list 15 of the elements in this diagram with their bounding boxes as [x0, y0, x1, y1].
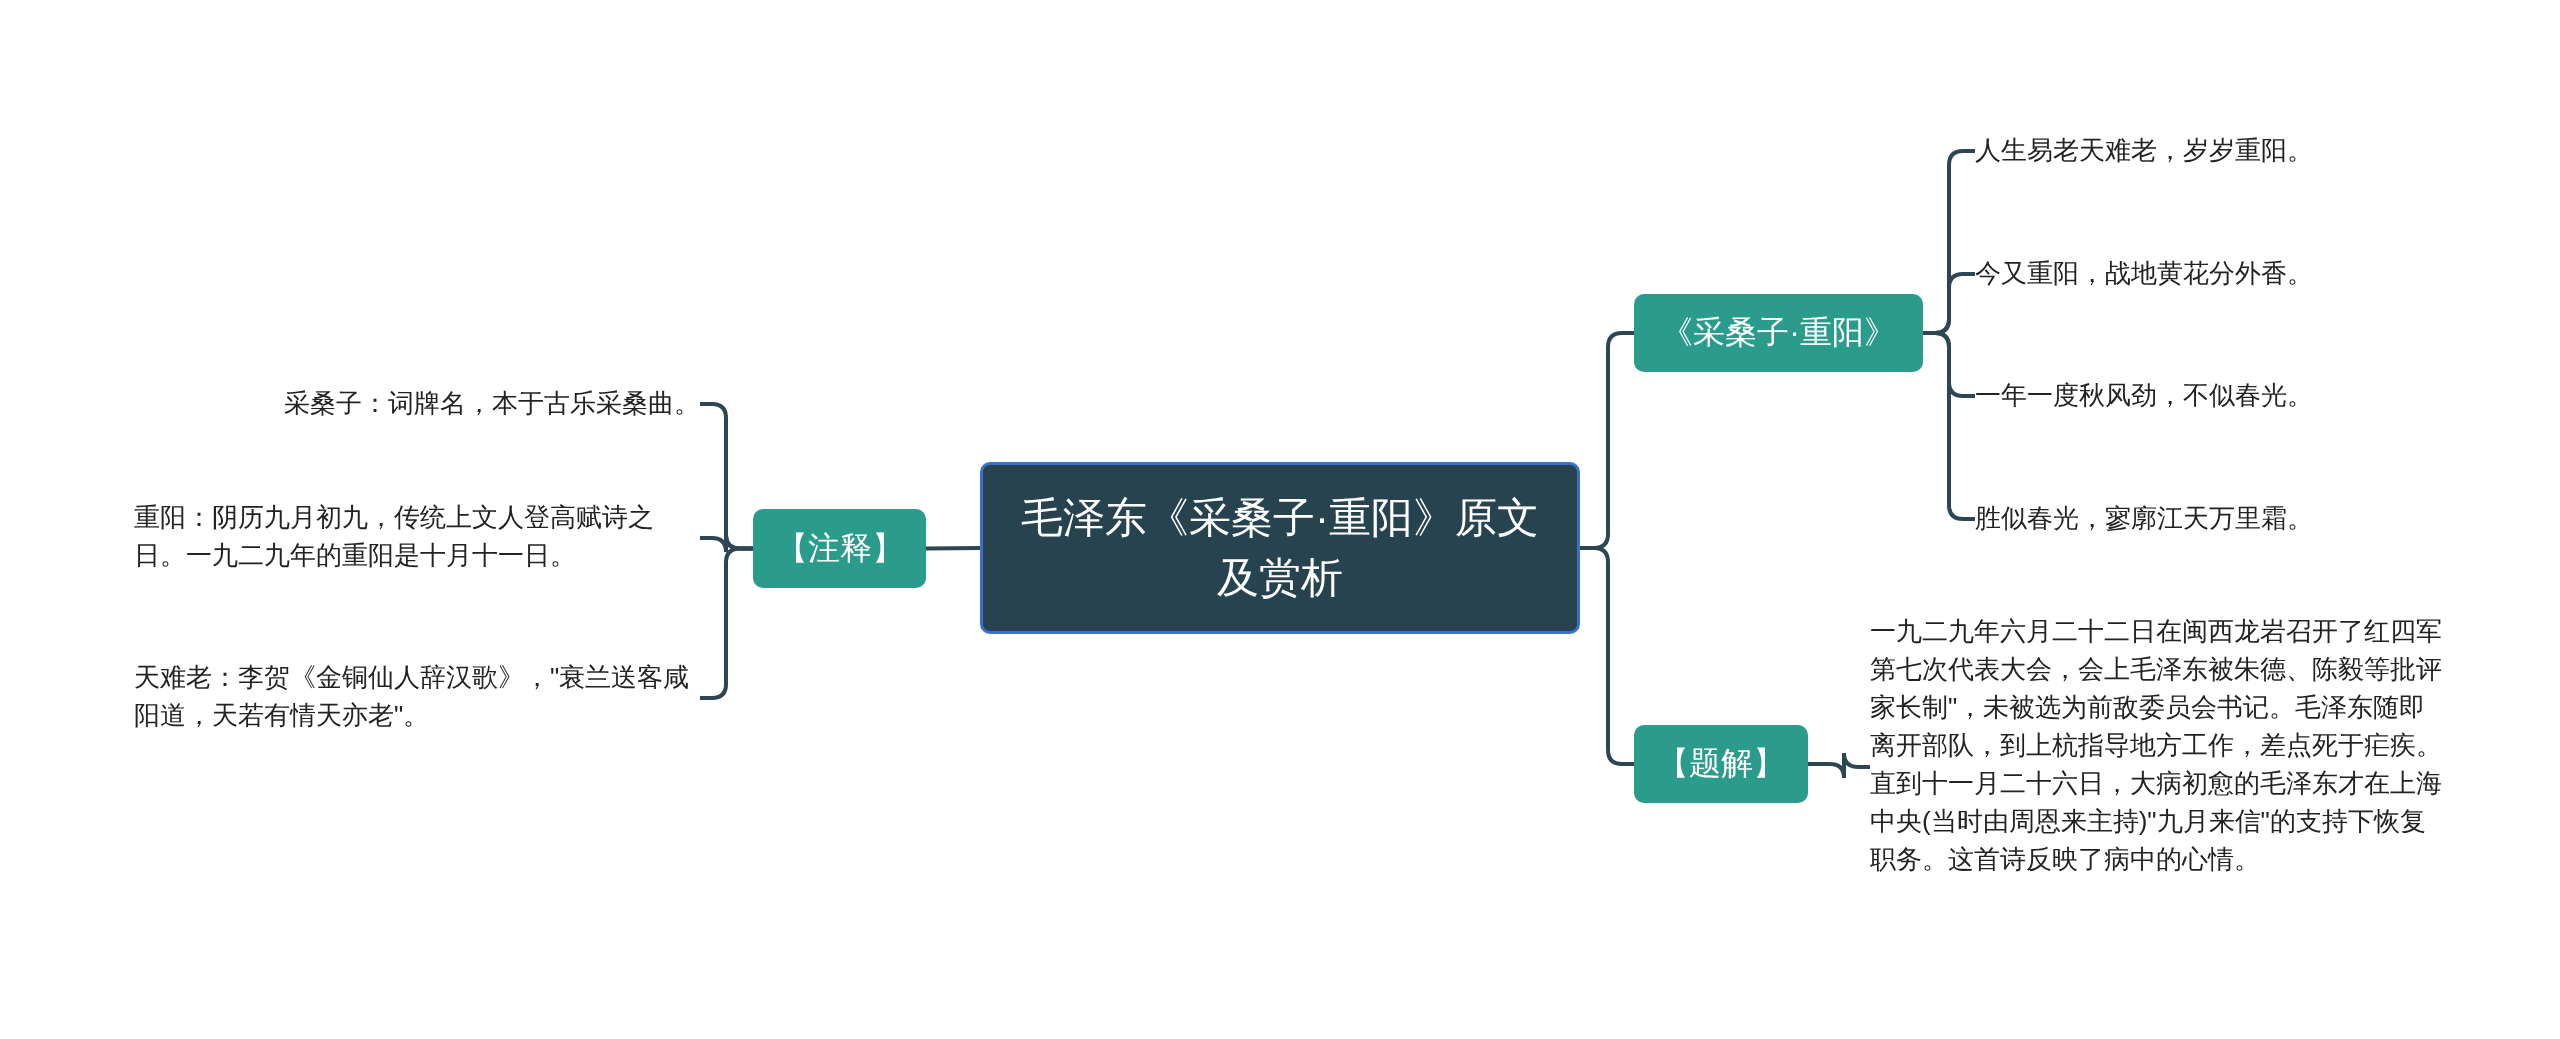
topic-box: 【注释】: [753, 509, 926, 588]
note-text: 一九二九年六月二十二日在闽西龙岩召开了红四军第七次代表大会，会上毛泽东被朱德、陈毅等批评家长制"，未被选为前敌委员会书记。毛泽东随即离开部队，到上杭指导地方工作，差点死于疟疾。直到十一月二十六日，大病初愈的毛泽东才在上海中央(当时由周恩来主持)"九月来信"的支持下恢复职务。这首诗反映了病中的心情。: [1870, 612, 2445, 922]
central-topic-box: 毛泽东《采桑子·重阳》原文及赏析: [980, 462, 1580, 634]
note-text: 重阳：阴历九月初九，传统上文人登高赋诗之日。一九二九年的重阳是十月十一日。: [134, 498, 700, 578]
note-text: 采桑子：词牌名，本于古乐采桑曲。: [134, 384, 700, 424]
topic-box: 《采桑子·重阳》: [1634, 294, 1923, 372]
note-text: 一年一度秋风劲，不似春光。: [1975, 376, 2415, 416]
connector-line: [1808, 751, 1870, 780]
note-text: 胜似春光，寥廓江天万里霜。: [1975, 499, 2415, 539]
note-text: 天难老：李贺《金铜仙人辞汉歌》，"衰兰送客咸阳道，天若有情天亦老"。: [134, 658, 700, 738]
connector-line: [925, 546, 981, 551]
note-text: 今又重阳，战地黄花分外香。: [1975, 254, 2415, 294]
connector-line: [1580, 546, 1634, 766]
note-text: 人生易老天难老，岁岁重阳。: [1975, 131, 2415, 171]
topic-box: 【题解】: [1634, 725, 1808, 803]
